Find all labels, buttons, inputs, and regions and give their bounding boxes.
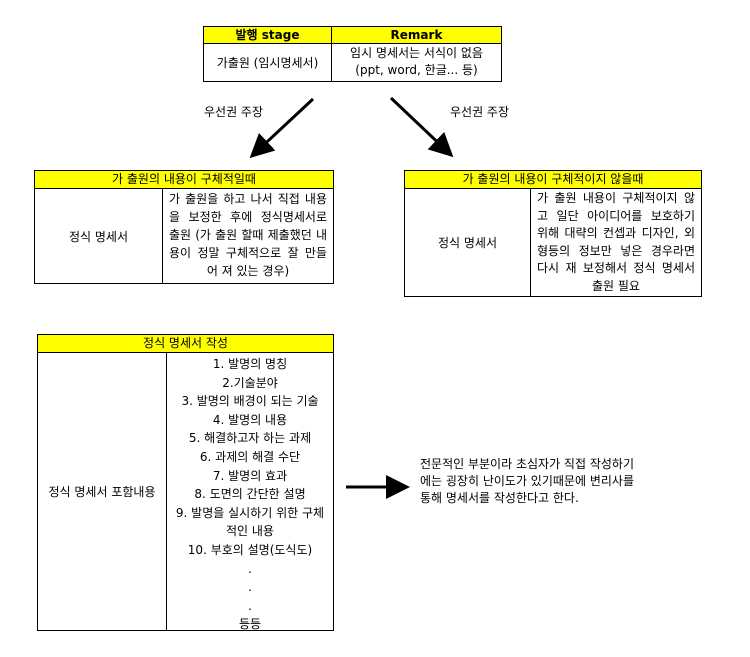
spec-items-list: 1. 발명의 명칭 2.기술분야 3. 발명의 배경이 되는 기술 4. 발명의…	[167, 353, 333, 631]
arrow-right-label: 우선권 주장	[450, 105, 510, 119]
right-case-header: 가 출원의 내용이 구체적이지 않을때	[405, 171, 701, 189]
header-remark: Remark	[332, 27, 501, 43]
arrow-left	[249, 97, 315, 159]
remark-cell: 임시 명세서는 서식이 없음 (ppt, word, 한글... 등)	[332, 44, 501, 81]
spec-table-label: 정식 명세서 포함내용	[38, 353, 167, 630]
note-line-1: 전문적인 부분이라 초심자가 직접 작성하기	[420, 457, 634, 471]
spec-item: 1. 발명의 명칭	[212, 357, 288, 371]
left-case-description: 가 출원을 하고 나서 직접 내용을 보정한 후에 정식명세서로 출원 (가 출…	[169, 192, 327, 278]
spec-item: 4. 발명의 내용	[212, 412, 288, 427]
spec-item: 5. 해결하고자 하는 과제	[188, 431, 312, 446]
arrow-left-label: 우선권 주장	[204, 105, 264, 119]
spec-table: 정식 명세서 작성 정식 명세서 포함내용 1. 발명의 명칭 2.기술분야 3…	[37, 334, 334, 631]
spec-item: 2.기술분야	[222, 375, 278, 390]
attorney-note: 전문적인 부분이라 초심자가 직접 작성하기 에는 굉장히 난이도가 있기때문에…	[420, 456, 634, 507]
spec-item: 9. 발명을 실시하기 위한 구체	[175, 505, 325, 520]
spec-item: .	[248, 561, 252, 576]
spec-item: 등등	[238, 617, 262, 632]
header-issue-stage: 발행 stage	[204, 27, 332, 43]
remark-line-2: (ppt, word, 한글... 등)	[355, 63, 478, 77]
stage-provisional: 가출원 (임시명세서)	[204, 44, 332, 81]
spec-item: 3. 발명의 배경이 되는 기술	[181, 394, 319, 409]
spec-item: .	[248, 580, 252, 595]
left-case-label: 정식 명세서	[35, 189, 163, 283]
remark-line-1: 임시 명세서는 서식이 없음	[350, 46, 483, 60]
left-case-header: 가 출원의 내용이 구체적일때	[35, 171, 333, 189]
spec-item: 10. 부호의 설명(도식도)	[187, 542, 313, 557]
arrow-right	[389, 96, 454, 158]
right-case-description: 가 출원 내용이 구체적이지 않고 일단 아이디어를 보호하기 위해 대략의 컨…	[537, 191, 695, 293]
spec-item: .	[248, 598, 252, 613]
issue-stage-table: 발행 stage Remark 가출원 (임시명세서) 임시 명세서는 서식이 …	[203, 26, 502, 82]
right-case-table: 가 출원의 내용이 구체적이지 않을때 정식 명세서 가 출원 내용이 구체적이…	[404, 170, 702, 297]
spec-item: 7. 발명의 효과	[212, 468, 288, 483]
spec-item: 6. 과제의 해결 수단	[199, 449, 301, 464]
left-case-table: 가 출원의 내용이 구체적일때 정식 명세서 가 출원을 하고 나서 직접 내용…	[34, 170, 334, 284]
spec-item: 적인 내용	[226, 524, 274, 539]
spec-table-header: 정식 명세서 작성	[38, 335, 333, 353]
right-case-label: 정식 명세서	[405, 189, 531, 296]
note-line-3: 통해 명세서를 작성한다고 한다.	[420, 491, 579, 505]
spec-item: 8. 도면의 간단한 설명	[194, 487, 306, 502]
note-line-2: 에는 굉장히 난이도가 있기때문에 변리사를	[420, 474, 634, 488]
